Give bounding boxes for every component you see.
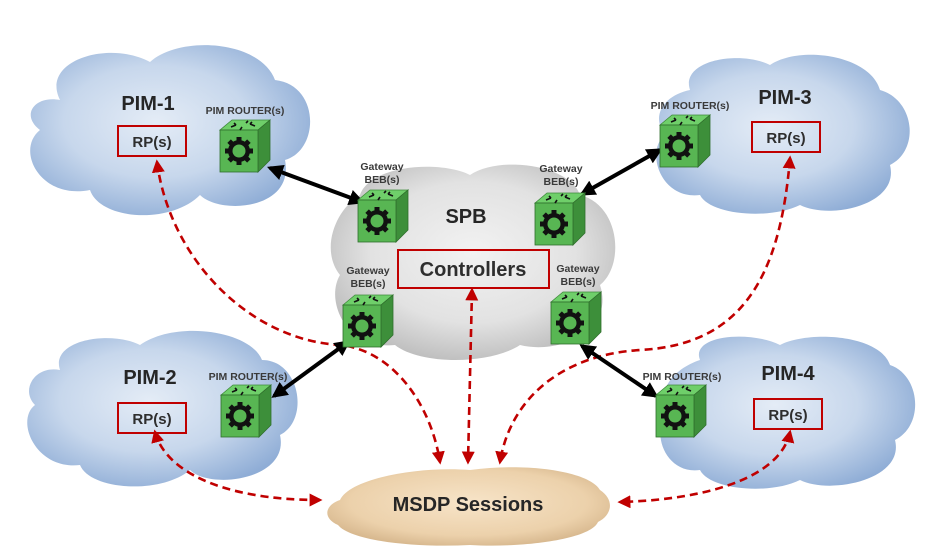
gateway-beb-1-label-line1: Gateway: [360, 161, 403, 173]
gateway-beb-2-router-icon: [534, 192, 586, 246]
gateway-beb-3-label-line1: Gateway: [346, 265, 389, 277]
controllers-box: Controllers: [397, 249, 550, 289]
gateway-beb-4-label-line1: Gateway: [556, 263, 599, 275]
pim-2-rp-box: RP(s): [117, 402, 187, 434]
gateway-beb-2-label-line1: Gateway: [539, 163, 582, 175]
pim-4-title: PIM-4: [761, 363, 815, 385]
pim-3-router-label: PIM ROUTER(s): [651, 100, 730, 112]
gateway-beb-3-router-icon: [342, 294, 394, 348]
router-links: [266, 148, 663, 398]
pim-3-rp-box: RP(s): [751, 121, 821, 153]
pim-2-router-icon: [220, 384, 272, 438]
link-pim1-to-spb: [266, 164, 366, 206]
arrow-controllers-to-msdp: [461, 287, 479, 465]
pim-4-rp-box: RP(s): [753, 398, 823, 430]
link-pim2-to-spb: [271, 340, 351, 398]
arrow-pim2-rp-to-msdp: [151, 429, 323, 507]
pim-3-router-icon: [659, 114, 711, 168]
pim-1-router-label: PIM ROUTER(s): [206, 105, 285, 117]
gateway-beb-1-label-line2: BEB(s): [364, 174, 399, 186]
controllers-label: Controllers: [420, 259, 527, 281]
arrow-pim4-rp-to-msdp: [617, 429, 795, 509]
pim-1-rp-label: RP(s): [132, 134, 171, 151]
pim-2-rp-label: RP(s): [132, 411, 171, 428]
gateway-beb-1-router-icon: [357, 189, 409, 243]
pim-3-title: PIM-3: [758, 87, 811, 109]
pim-2-title: PIM-2: [123, 367, 176, 389]
pim-4-router-icon: [655, 384, 707, 438]
pim-4-rp-label: RP(s): [768, 407, 807, 424]
link-pim4-to-spb: [579, 344, 659, 398]
pim-1-router-icon: [219, 119, 271, 173]
gateway-beb-3-label-line2: BEB(s): [350, 278, 385, 290]
gateway-beb-2-label-line2: BEB(s): [543, 176, 578, 188]
msdp-cloud: [327, 467, 610, 546]
gateway-beb-4-router-icon: [550, 291, 602, 345]
link-pim3-to-spb: [579, 148, 663, 196]
pim-4-router-label: PIM ROUTER(s): [643, 371, 722, 383]
pim-3-rp-label: RP(s): [766, 130, 805, 147]
spb-title: SPB: [445, 206, 486, 228]
pim-1-title: PIM-1: [121, 93, 174, 115]
msdp-sessions-label: MSDP Sessions: [393, 494, 544, 516]
pim-2-router-label: PIM ROUTER(s): [209, 371, 288, 383]
pim-1-rp-box: RP(s): [117, 125, 187, 157]
gateway-beb-4-label-line2: BEB(s): [560, 276, 595, 288]
